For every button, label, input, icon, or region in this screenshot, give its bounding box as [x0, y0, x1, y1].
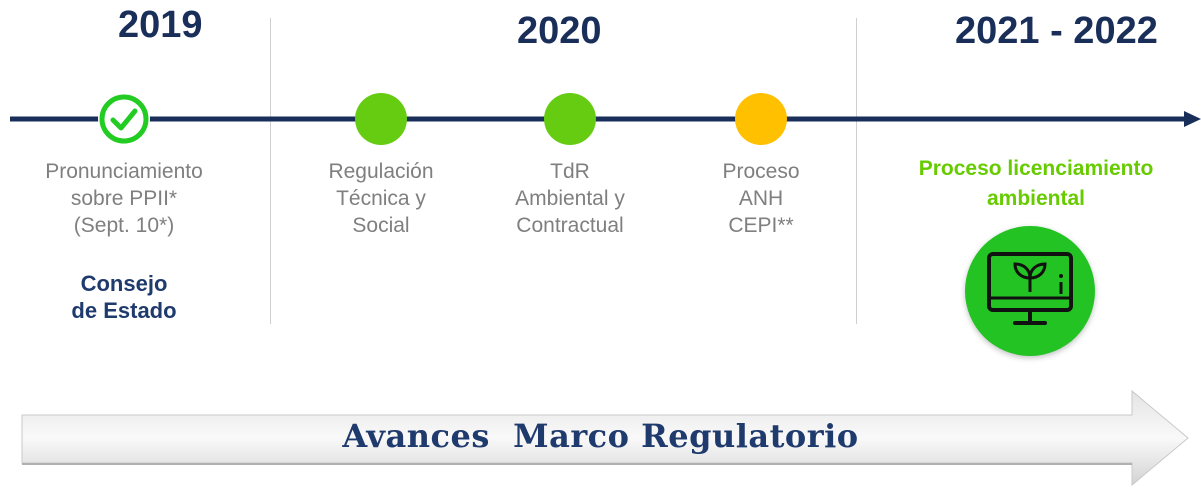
section-divider [856, 18, 857, 324]
banner-title: Avances Marco Regulatorio [342, 417, 859, 455]
milestone-label-line: Técnica y [336, 187, 426, 210]
entity-label-line: Consejo [80, 271, 168, 296]
year-2020: 2020 [517, 10, 602, 52]
milestone-label-line: (Sept. 10*) [73, 214, 175, 237]
milestone-label-line: Pronunciamiento [45, 160, 203, 183]
milestone-label-line: ANH [738, 187, 784, 210]
year-2021-2022: 2021 - 2022 [955, 10, 1158, 52]
timeline-arrow [10, 111, 1201, 127]
entity-label-line: de Estado [71, 298, 177, 323]
section-divider [270, 18, 271, 324]
year-2019: 2019 [118, 4, 203, 46]
milestone-label-line: Regulación [328, 160, 434, 183]
milestone-label: Proceso ANH CEPI** [691, 158, 831, 239]
milestone-label: TdR Ambiental y Contractual [488, 158, 652, 239]
milestone-node-completed [544, 93, 596, 145]
entity-label: Consejo de Estado [64, 270, 184, 324]
milestone-label-line: TdR [550, 160, 590, 183]
arrow-right-icon [21, 389, 1189, 487]
milestone-node-in-progress [735, 93, 787, 145]
check-circle-icon [99, 94, 149, 144]
milestone-label-line: Proceso [722, 160, 800, 183]
milestone-label-line: Ambiental y [515, 187, 625, 210]
future-milestone-title: Proceso licenciamiento ambiental [876, 154, 1196, 214]
monitor-plant-icon [987, 252, 1073, 325]
milestone-label-line: Social [352, 214, 410, 237]
milestone-label: Pronunciamiento sobre PPII* (Sept. 10*) [24, 158, 224, 239]
milestone-label: Regulación Técnica y Social [301, 158, 461, 239]
milestone-node-completed [98, 93, 150, 145]
milestone-label-line: Contractual [516, 214, 624, 237]
milestone-node-completed [355, 93, 407, 145]
milestone-label-line: CEPI** [728, 214, 794, 237]
future-title-line: Proceso licenciamiento [918, 157, 1154, 180]
milestone-label-line: sobre PPII* [70, 187, 178, 210]
future-title-line: ambiental [986, 187, 1086, 210]
monitor-badge [965, 226, 1095, 356]
